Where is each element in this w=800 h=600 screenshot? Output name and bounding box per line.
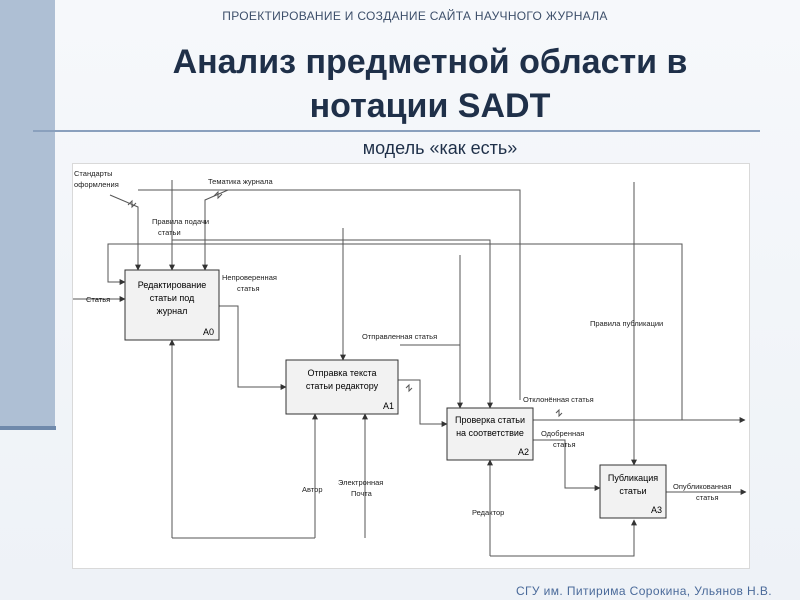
box-a3-line-1: Публикация <box>608 473 658 483</box>
activity-box-a2: Проверка статьи на соответствие A2 <box>446 407 534 461</box>
slide-title: Анализ предметной области в нотации SADT <box>60 40 800 128</box>
arrow-editor-a3 <box>490 519 637 557</box>
squiggle-standards <box>127 199 137 209</box>
decorative-side-bar <box>0 0 55 430</box>
box-a3-line-2: статьи <box>619 486 646 496</box>
box-a0-line-3: журнал <box>157 306 188 316</box>
label-published-1: Опубликованная <box>673 482 731 491</box>
box-a3-code: A3 <box>651 505 662 515</box>
arrow-standards-branch <box>138 189 521 400</box>
title-line-1: Анализ предметной области в <box>172 43 688 81</box>
label-sent-article: Отправленная статья <box>362 332 437 341</box>
arrow-submission-rules-branch <box>172 239 493 409</box>
label-email-2: Почта <box>351 489 373 498</box>
box-a2-code: A2 <box>518 447 529 457</box>
squiggle-sent-article <box>405 383 413 393</box>
label-email-1: Электронная <box>338 478 383 487</box>
box-a1-line-2: статьи редактору <box>306 381 379 391</box>
box-a2-line-2: на соответствие <box>456 428 524 438</box>
decorative-side-bar-edge <box>0 426 56 430</box>
squiggle-rejected <box>555 408 563 418</box>
label-submission-rules-1: Правила подачи <box>152 217 209 226</box>
label-author: Автор <box>302 485 323 494</box>
label-published-2: статья <box>696 493 719 502</box>
label-approved-1: Одобренная <box>541 429 584 438</box>
arrow-a2-to-a3 <box>533 439 601 491</box>
label-submission-rules-2: статьи <box>158 228 181 237</box>
arrow-sent-article <box>400 344 461 408</box>
activity-box-a1: Отправка текста статьи редактору A1 <box>285 359 399 415</box>
label-unchecked-1: Непроверенная <box>222 273 277 282</box>
label-standards-2: оформления <box>74 180 119 189</box>
label-journal-topics: Тематика журнала <box>208 177 273 186</box>
squiggle-journal-topics <box>213 190 223 200</box>
box-a0-code: A0 <box>203 327 214 337</box>
box-a2-line-1: Проверка статьи <box>455 415 525 425</box>
header-divider <box>33 130 760 132</box>
label-rejected-article: Отклонённая статья <box>523 395 594 404</box>
slide-subtitle: модель «как есть» <box>362 138 518 158</box>
title-line-2: нотации SADT <box>309 87 551 125</box>
box-a1-code: A1 <box>383 401 394 411</box>
label-standards-1: Стандарты <box>74 169 112 178</box>
arrow-a1-to-a2 <box>398 379 448 427</box>
box-a1-line-1: Отправка текста <box>307 368 376 378</box>
arrow-journal-topics <box>202 189 229 271</box>
footer-author: СГУ им. Питирима Сорокина, Ульянов Н.В. <box>515 584 772 598</box>
activity-box-a0: Редактирование статьи под журнал A0 <box>124 269 220 341</box>
header-caption: ПРОЕКТИРОВАНИЕ И СОЗДАНИЕ САЙТА НАУЧНОГО… <box>222 9 608 23</box>
label-publication-rules: Правила публикации <box>590 319 663 328</box>
label-editor: Редактор <box>472 508 504 517</box>
label-unchecked-2: статья <box>237 284 260 293</box>
arrow-a0-to-a1 <box>219 305 287 390</box>
box-a0-line-2: статьи под <box>150 293 195 303</box>
activity-box-a3: Публикация статьи A3 <box>599 464 667 519</box>
arrow-feedback-outer <box>107 243 683 420</box>
box-a0-line-1: Редактирование <box>138 280 207 290</box>
arrow-standards <box>109 194 141 271</box>
label-approved-2: статья <box>553 440 576 449</box>
label-article-input: Статья <box>86 295 110 304</box>
